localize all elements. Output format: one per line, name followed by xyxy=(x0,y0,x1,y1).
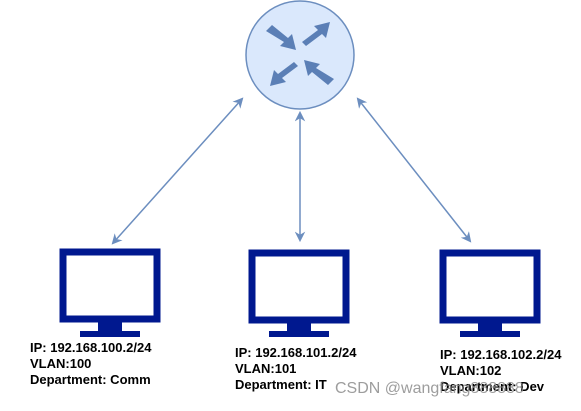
host-1-vlan: VLAN:100 xyxy=(30,356,92,371)
router-circle xyxy=(245,0,355,110)
host-2-monitor-icon xyxy=(248,249,350,337)
host-2-vlan: VLAN:101 xyxy=(235,361,297,376)
host-2-department: Department: IT xyxy=(235,377,327,392)
host-3-ip: IP: 192.168.102.2/24 xyxy=(440,347,562,362)
host-1-ip: IP: 192.168.100.2/24 xyxy=(30,340,152,355)
router-icon xyxy=(266,22,334,86)
host-1-monitor-icon xyxy=(59,248,161,337)
host-1-department: Department: Comm xyxy=(30,372,151,387)
router-arrow-in-bottom-right xyxy=(304,60,334,85)
router-arrow-in-top-left xyxy=(266,25,296,50)
host-2-ip: IP: 192.168.101.2/24 xyxy=(235,345,357,360)
host-2-info: IP: 192.168.101.2/24 VLAN:101 Department… xyxy=(235,345,356,393)
link-router-host-3 xyxy=(356,97,472,243)
router xyxy=(245,0,355,110)
host-3-department: Department: Dev xyxy=(440,379,545,394)
host-3-vlan: VLAN:102 xyxy=(440,363,502,378)
host-1-info: IP: 192.168.100.2/24 VLAN:100 Department… xyxy=(30,340,151,388)
link-router-host-1 xyxy=(111,97,244,245)
host-3-info: IP: 192.168.102.2/24 VLAN:102 Department… xyxy=(440,347,561,395)
watermark: CSDN @wangfang888888 xyxy=(335,380,524,397)
router-arrow-out-top-right xyxy=(302,22,330,46)
router-arrow-out-bottom-left xyxy=(270,62,298,86)
host-3-monitor-icon xyxy=(439,249,541,337)
